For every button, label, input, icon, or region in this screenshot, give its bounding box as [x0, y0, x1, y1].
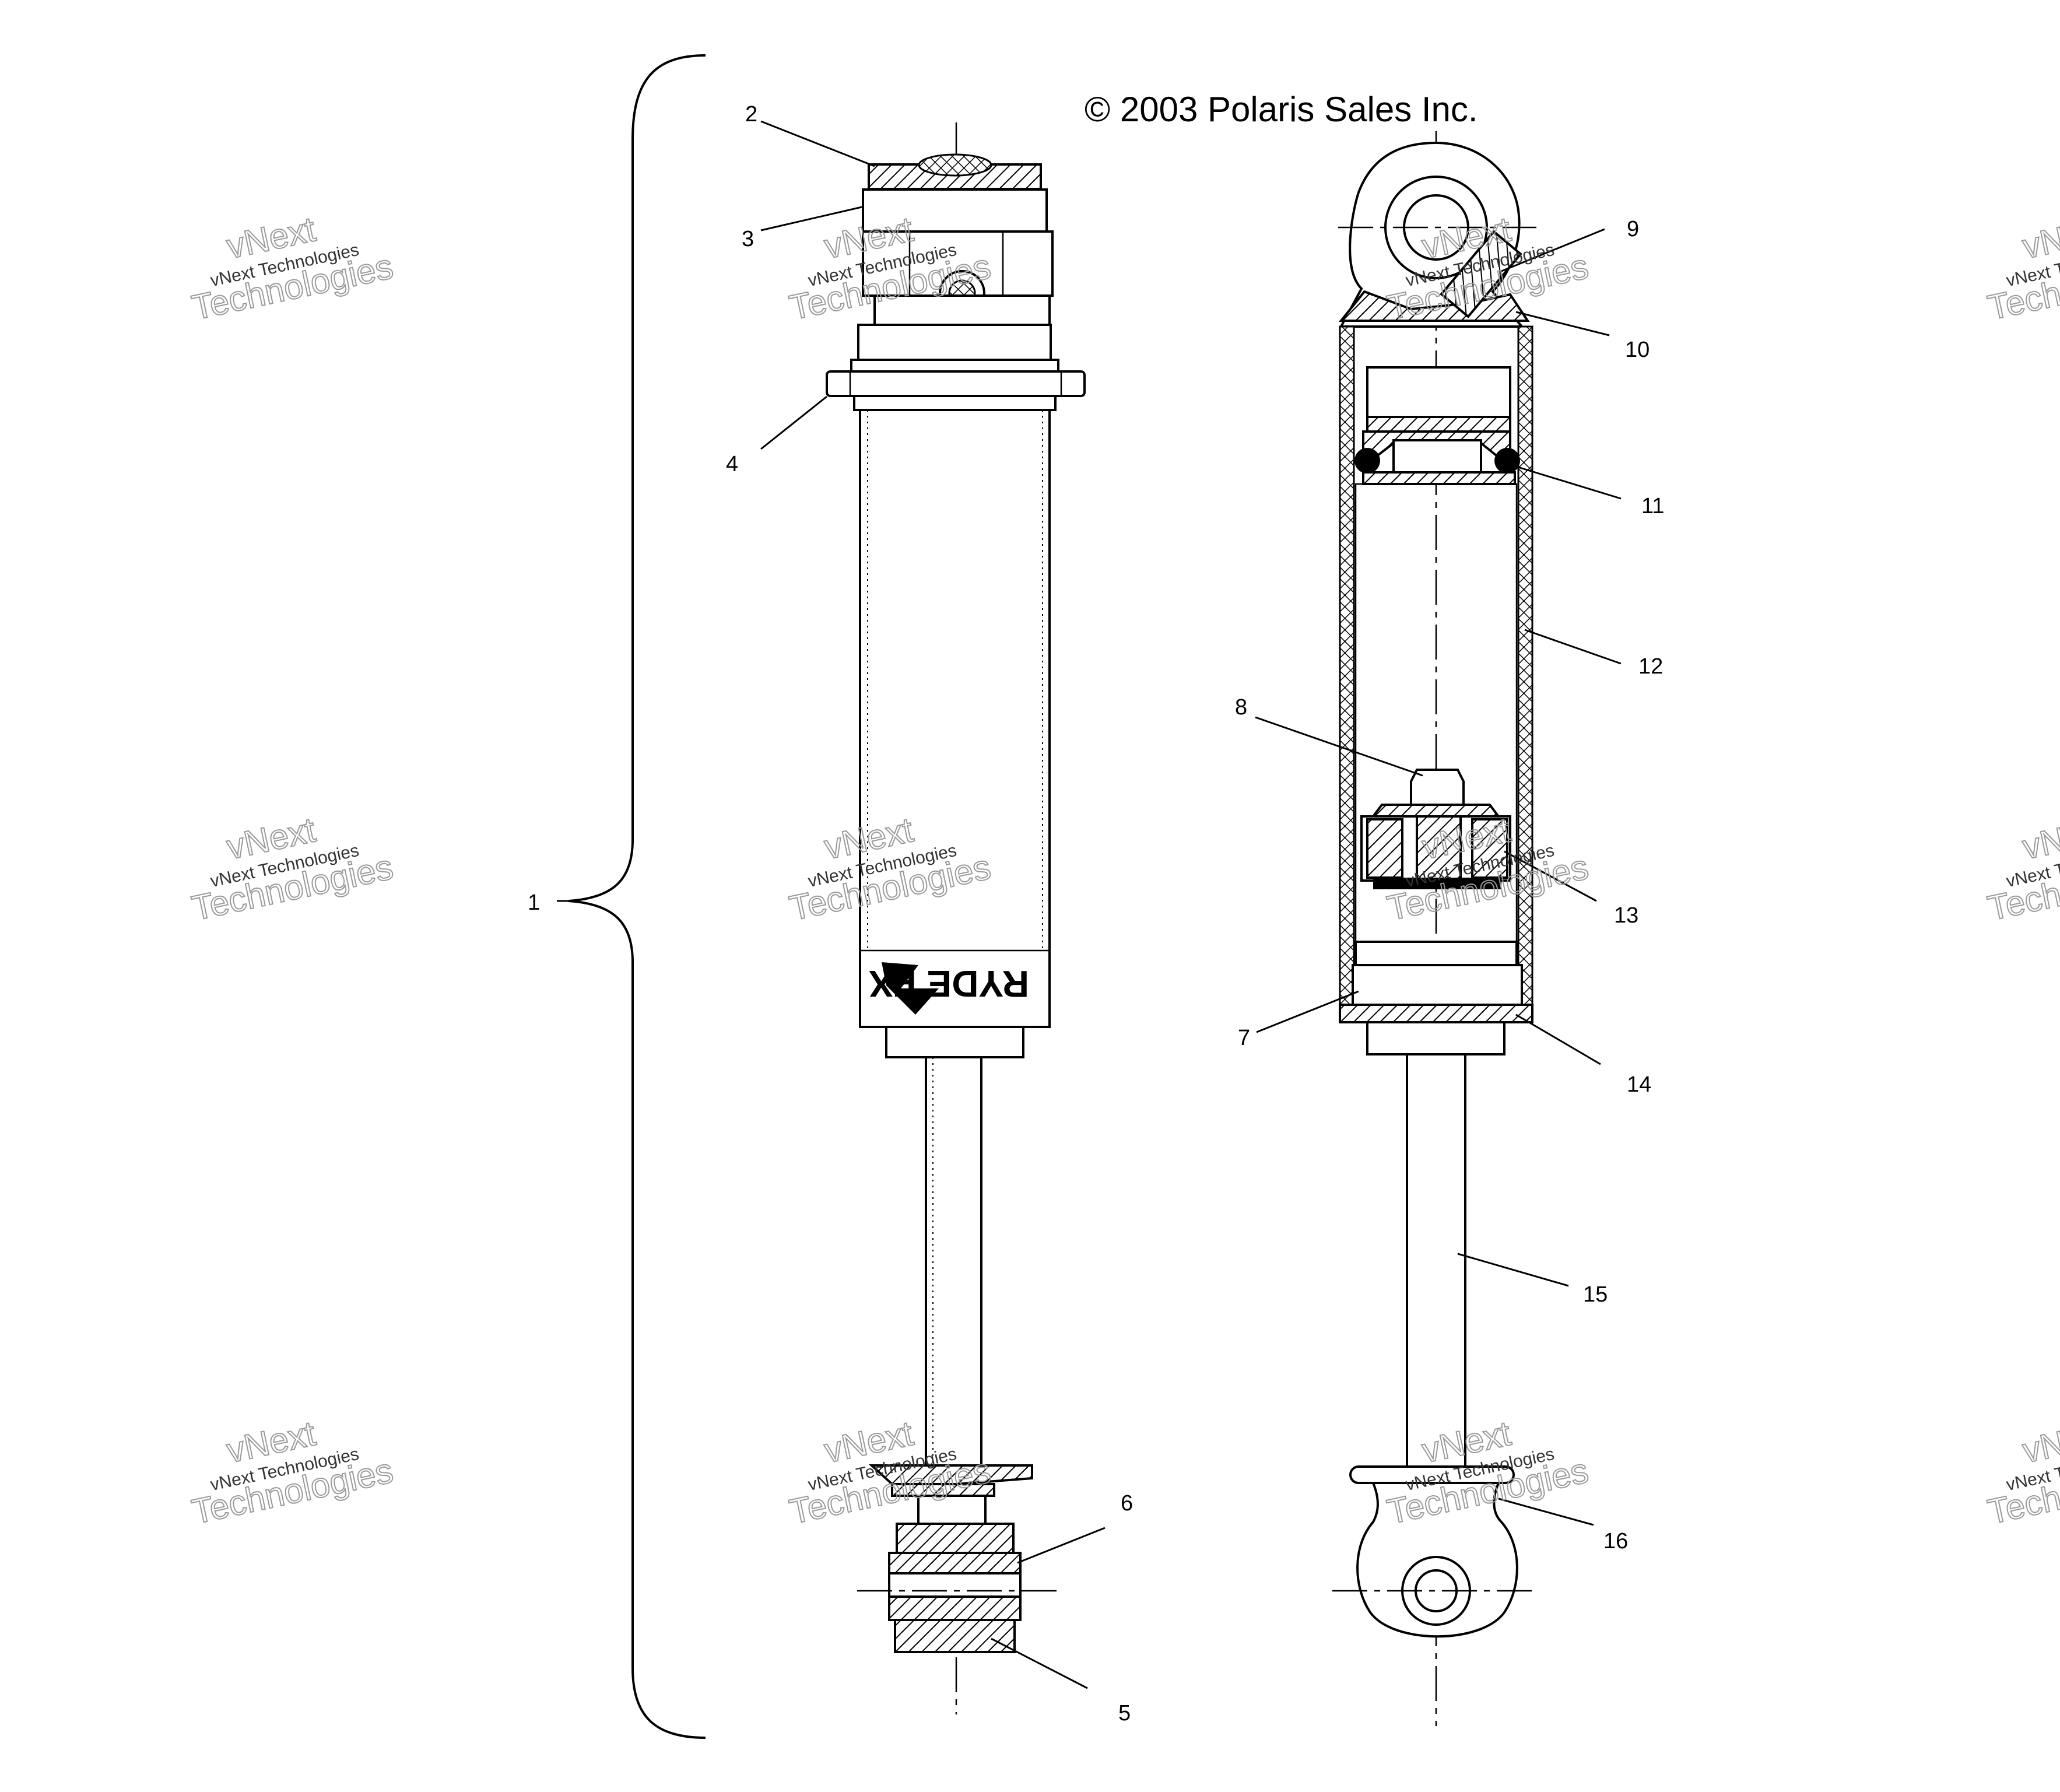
callout-8: 8 — [1235, 695, 1247, 720]
watermarks: vNext vNext Technologies Technologies vN… — [188, 209, 2060, 1532]
adjuster-knob — [918, 153, 992, 177]
svg-text:vNext: vNext — [2019, 810, 2060, 867]
callout-16: 16 — [1603, 1529, 1628, 1553]
callout-4: 4 — [726, 452, 738, 476]
callout-6: 6 — [1121, 1491, 1133, 1516]
watermark: vNext vNext Technologies Technologies — [1383, 1413, 1592, 1532]
preload-nut — [826, 370, 1086, 397]
callout-2: 2 — [745, 102, 757, 127]
watermark: vNext vNext Technologies Technologies — [188, 209, 397, 328]
watermark: vNext vNext Technologies Technologies — [1984, 209, 2060, 328]
callout-5: 5 — [1118, 1701, 1131, 1726]
callout-1: 1 — [528, 890, 540, 915]
watermark: vNext vNext Technologies Technologies — [188, 809, 397, 928]
callout-12: 12 — [1638, 654, 1663, 679]
svg-text:vNext: vNext — [2019, 1414, 2060, 1470]
outer-tube — [1339, 325, 1355, 1006]
section-shaft — [1406, 1053, 1466, 1475]
o-ring-right — [1494, 448, 1520, 474]
watermark: vNext vNext Technologies Technologies — [1984, 809, 2060, 928]
callout-13: 13 — [1614, 903, 1638, 928]
callout-7: 7 — [1238, 1026, 1250, 1050]
bushing — [888, 1572, 1022, 1598]
o-ring-left — [1354, 448, 1380, 474]
callout-11: 11 — [1641, 494, 1664, 518]
callout-14: 14 — [1627, 1072, 1651, 1097]
brand-mark: RYDE FX — [869, 963, 1029, 1005]
shaft — [925, 1056, 982, 1467]
watermark: vNext vNext Technologies Technologies — [1984, 1413, 2060, 1532]
callout-10: 10 — [1625, 338, 1650, 362]
lower-eyelet — [896, 1523, 1015, 1554]
svg-text:vNext: vNext — [2019, 209, 2060, 266]
shock-body — [859, 409, 1051, 1028]
lower-gland — [1352, 964, 1523, 1006]
callout-9: 9 — [1627, 217, 1639, 241]
shock-exterior-view: RYDE FX — [826, 122, 1086, 1714]
assembly-brace — [568, 54, 706, 1739]
callout-15: 15 — [1583, 1282, 1608, 1307]
callout-3: 3 — [742, 227, 754, 251]
leader-lines — [557, 120, 1622, 1689]
watermark: vNext vNext Technologies Technologies — [188, 1413, 397, 1532]
shock-section-view — [1332, 131, 1536, 1726]
ryde-fx-logo: RYDE FX — [869, 962, 1029, 1015]
copyright-notice: © 2003 Polaris Sales Inc. — [1085, 90, 1478, 129]
callouts: 1 2 3 4 5 6 7 8 9 10 11 12 13 14 15 16 — [528, 102, 1664, 1726]
valve-9 — [1440, 230, 1522, 318]
